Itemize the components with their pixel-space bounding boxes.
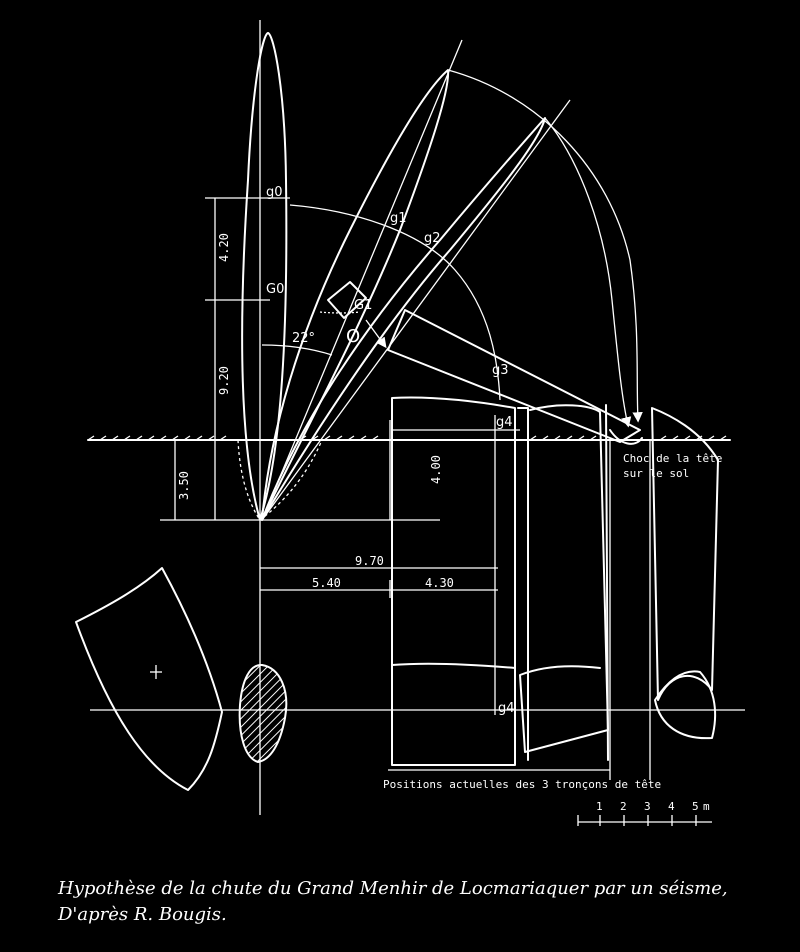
broken-piece-left: [75, 567, 223, 791]
fragment-1-edge: [517, 407, 529, 761]
hatched-section: [238, 664, 288, 764]
dim-420: 4.20: [217, 233, 231, 262]
label-g1: g1: [390, 211, 407, 226]
dim-430: 4.30: [425, 576, 454, 590]
scale-tick-1: 1: [596, 800, 603, 813]
dim-970: 9.70: [355, 554, 384, 568]
dim-350: 3.50: [177, 471, 191, 500]
dim-920: 9.20: [217, 366, 231, 395]
scale-unit: m: [703, 800, 710, 813]
label-g0: g0: [266, 185, 283, 200]
label-angle: 22°: [292, 331, 315, 346]
label-g3: g3: [492, 363, 509, 378]
scale-tick-5: 5: [692, 800, 699, 813]
label-O: O: [346, 326, 360, 347]
arc-g-path: [289, 204, 501, 401]
menhir-upright: [241, 32, 288, 521]
label-g4-bottom: g4: [498, 701, 515, 716]
dim-400: 4.00: [429, 455, 443, 484]
menhir-fall-diagram: 4.20 9.20 3.50 4.00 g0 G0 g1 g2 G1 O g3 …: [75, 20, 745, 826]
fragment-1-outline: [391, 396, 516, 766]
scale-tick-4: 4: [668, 800, 675, 813]
label-G1: G1: [354, 298, 372, 313]
figure-caption: Hypothèse de la chute du Grand Menhir de…: [58, 876, 788, 928]
pivot-marker: [327, 281, 367, 319]
caption-line-2: D'après R. Bougis.: [58, 904, 227, 925]
fragment-2-edge: [605, 404, 609, 761]
fragment-2-outline: [519, 404, 609, 753]
axis-tilt-1: [261, 39, 463, 521]
label-G0: G0: [266, 282, 284, 297]
scale-bar: [577, 815, 712, 826]
impact-note-line2: sur le sol: [623, 467, 689, 480]
positions-note: Positions actuelles des 3 tronçons de tê…: [383, 778, 661, 791]
pivot-dots: [319, 311, 361, 314]
scale-tick-3: 3: [644, 800, 651, 813]
caption-line-1: Hypothèse de la chute du Grand Menhir de…: [58, 878, 728, 899]
fragment-3-section: [654, 670, 717, 740]
arc-head-outer: [447, 69, 643, 423]
slide-arrow: [365, 319, 387, 349]
label-g2: g2: [424, 231, 441, 246]
axis-tilt-2: [261, 99, 571, 521]
ground-hatching: [87, 435, 727, 441]
fragment-1-section: [391, 662, 516, 669]
impact-note-line1: Choc de la tête: [623, 452, 722, 465]
scale-tick-2: 2: [620, 800, 627, 813]
dim-540: 5.40: [312, 576, 341, 590]
embedding-curve: [237, 439, 323, 521]
arc-head-inner: [544, 117, 632, 428]
angle-arc: [261, 344, 333, 356]
label-g4-top: g4: [496, 415, 513, 430]
menhir-tilted-1: [261, 69, 450, 521]
menhir-sliding: [387, 309, 641, 443]
menhir-tilted-2: [261, 117, 546, 521]
menhir-tip: [609, 429, 643, 445]
